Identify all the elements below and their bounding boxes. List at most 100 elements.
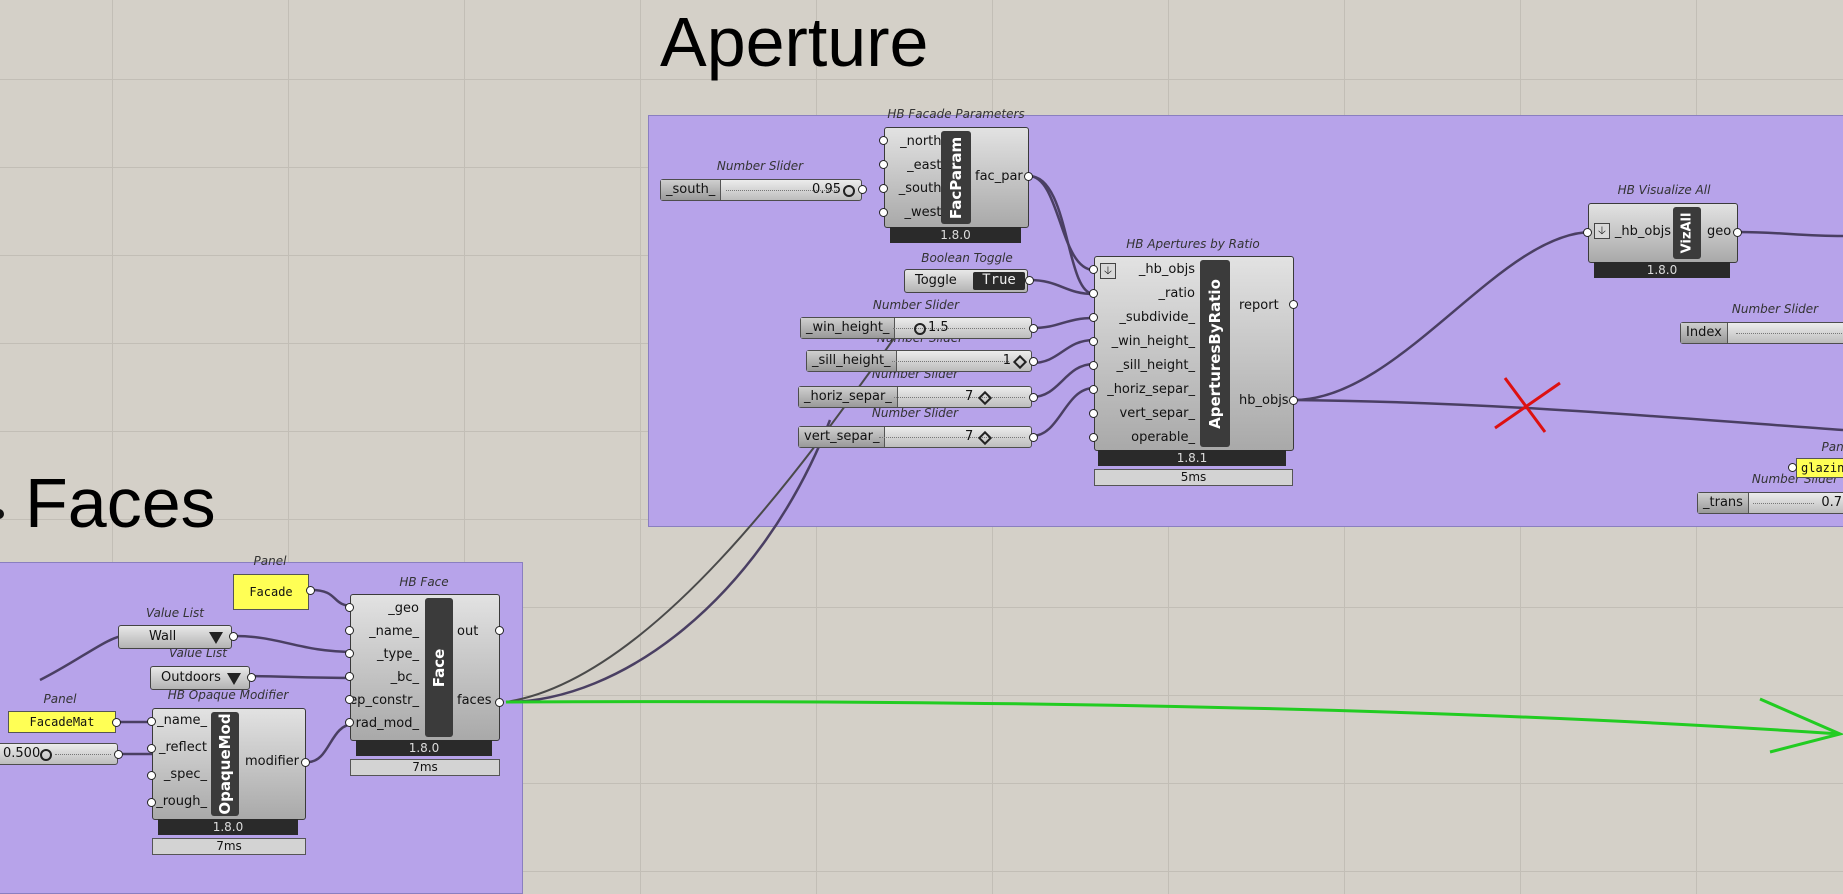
vizall-port-hb-objs[interactable] bbox=[1583, 228, 1592, 237]
apertures-port-report[interactable] bbox=[1289, 300, 1298, 309]
hbface-port-bc[interactable] bbox=[345, 672, 354, 681]
slider-horiz-separ-name: _horiz_separ_ bbox=[799, 387, 898, 407]
apertures-port-out-hb-objs[interactable] bbox=[1289, 396, 1298, 405]
slider-sill-height-knob[interactable] bbox=[1012, 354, 1028, 370]
hbface-output-faces: faces bbox=[457, 693, 492, 708]
slider-vert-separ-knob[interactable] bbox=[977, 430, 993, 446]
apertures-input-sill-height: _sill_height_ bbox=[1116, 358, 1195, 373]
apertures-port-win-height[interactable] bbox=[1089, 337, 1098, 346]
panel-glazing-port[interactable] bbox=[1788, 463, 1797, 472]
opaquemod-port-modifier[interactable] bbox=[301, 758, 310, 767]
hbface-port-ep-constr[interactable] bbox=[345, 695, 354, 704]
hbface-component[interactable]: _geo _name_ _type_ _bc_ ep_constr_ rad_m… bbox=[349, 594, 500, 741]
hbface-time: 7ms bbox=[350, 759, 500, 776]
panel-facade-port[interactable] bbox=[306, 586, 315, 595]
slider-horiz-separ-knob[interactable] bbox=[977, 390, 993, 406]
slider-trans[interactable]: _trans 0.7 bbox=[1697, 492, 1843, 514]
facparam-port-fac-par[interactable] bbox=[1024, 172, 1033, 181]
opaquemod-port-reflect[interactable] bbox=[147, 744, 156, 753]
facparam-component[interactable]: _north_ _east_ _south_ _west_ FacParam f… bbox=[884, 127, 1029, 228]
panel-facade[interactable]: Facade bbox=[233, 574, 309, 610]
toggle-port[interactable] bbox=[1025, 276, 1034, 285]
opaquemod-component[interactable]: _name_ _reflect _spec_ _rough_ OpaqueMod… bbox=[152, 708, 306, 820]
faces-title-bullet bbox=[0, 509, 4, 519]
toggle-label: Toggle bbox=[915, 273, 957, 288]
apertures-port-sill-height[interactable] bbox=[1089, 361, 1098, 370]
hbface-input-bc: _bc_ bbox=[390, 670, 419, 685]
apertures-port-horiz-separ[interactable] bbox=[1089, 385, 1098, 394]
value-list-outdoors-value: Outdoors bbox=[161, 670, 221, 685]
slider-index-track bbox=[1736, 333, 1843, 334]
slider-trans-name: _trans bbox=[1698, 493, 1749, 513]
apertures-port-operable[interactable] bbox=[1089, 433, 1098, 442]
facparam-output-fac-par: fac_par bbox=[975, 169, 1023, 184]
panel-facademat-port[interactable] bbox=[112, 718, 121, 727]
hbface-input-type: _type_ bbox=[376, 647, 419, 662]
facparam-port-west[interactable] bbox=[879, 208, 888, 217]
apertures-port-ratio[interactable] bbox=[1089, 289, 1098, 298]
value-list-wall-port[interactable] bbox=[229, 632, 238, 641]
apertures-component[interactable]: 🡣 _hb_objs _ratio _subdivide_ _win_heigh… bbox=[1094, 256, 1294, 451]
value-list-outdoors[interactable]: Outdoors bbox=[150, 666, 250, 690]
dropdown-arrow-icon[interactable] bbox=[227, 673, 241, 685]
slider-horiz-separ[interactable]: _horiz_separ_ 7 bbox=[798, 386, 1032, 408]
panel-facademat[interactable]: FacadeMat bbox=[8, 711, 116, 733]
apertures-port-subdivide[interactable] bbox=[1089, 313, 1098, 322]
slider-index[interactable]: Index bbox=[1680, 322, 1843, 344]
hbface-port-rad-mod[interactable] bbox=[345, 718, 354, 727]
slider-south-name: _south_ bbox=[661, 180, 722, 200]
vizall-component[interactable]: 🡣 _hb_objs VizAll geo bbox=[1588, 203, 1738, 263]
slider-sill-height-track bbox=[892, 361, 1009, 362]
slider-south[interactable]: _south_ 0.95 bbox=[660, 179, 862, 201]
hbface-port-name[interactable] bbox=[345, 626, 354, 635]
value-list-outdoors-port[interactable] bbox=[247, 673, 256, 682]
boolean-toggle[interactable]: Toggle True bbox=[904, 269, 1028, 293]
slider-mat-value-text: 0.500 bbox=[3, 746, 41, 761]
hbface-port-geo[interactable] bbox=[345, 603, 354, 612]
hbface-nickname: Face bbox=[425, 598, 453, 737]
toggle-value[interactable]: True bbox=[973, 272, 1025, 290]
facparam-version: 1.8.0 bbox=[890, 227, 1021, 243]
value-list-wall[interactable]: Wall bbox=[118, 625, 232, 649]
caption-value-list-outdoors: Value List bbox=[169, 646, 227, 660]
slider-vert-separ-port[interactable] bbox=[1029, 433, 1038, 442]
slider-sill-height[interactable]: _sill_height_ 1 bbox=[806, 350, 1032, 372]
slider-win-height-knob[interactable] bbox=[914, 323, 926, 335]
slider-win-height-port[interactable] bbox=[1029, 324, 1038, 333]
vizall-output-geo: geo bbox=[1707, 224, 1732, 239]
slider-win-height-track bbox=[893, 328, 1025, 329]
apertures-port-vert-separ[interactable] bbox=[1089, 409, 1098, 418]
dropdown-arrow-icon[interactable] bbox=[209, 632, 223, 644]
slider-south-port[interactable] bbox=[858, 185, 867, 194]
facparam-nickname: FacParam bbox=[941, 131, 971, 224]
opaquemod-port-name[interactable] bbox=[147, 717, 156, 726]
slider-mat-value[interactable]: 0.500 bbox=[0, 743, 118, 765]
apertures-input-subdivide: _subdivide_ bbox=[1119, 310, 1195, 325]
hbface-port-out[interactable] bbox=[495, 626, 504, 635]
facparam-port-east[interactable] bbox=[879, 160, 888, 169]
opaquemod-port-spec[interactable] bbox=[147, 771, 156, 780]
slider-south-knob[interactable] bbox=[843, 185, 855, 197]
slider-vert-separ-track bbox=[879, 437, 1025, 438]
caption-slider-index: Number Slider bbox=[1731, 302, 1819, 316]
slider-win-height[interactable]: _win_height_ 1.5 bbox=[800, 317, 1032, 339]
apertures-port-hb-objs[interactable] bbox=[1089, 265, 1098, 274]
slider-horiz-separ-port[interactable] bbox=[1029, 393, 1038, 402]
slider-mat-port[interactable] bbox=[114, 750, 123, 759]
slider-vert-separ[interactable]: vert_separ_ 7 bbox=[798, 426, 1032, 448]
opaquemod-nickname: OpaqueMod bbox=[211, 712, 239, 816]
hbface-port-type[interactable] bbox=[345, 649, 354, 658]
panel-glazing[interactable]: glazin bbox=[1796, 458, 1843, 478]
value-list-wall-value: Wall bbox=[149, 629, 177, 644]
slider-mat-knob[interactable] bbox=[40, 749, 52, 761]
opaquemod-port-rough[interactable] bbox=[147, 798, 156, 807]
vizall-input-hb-objs: _hb_objs bbox=[1614, 224, 1671, 239]
facparam-port-north[interactable] bbox=[879, 136, 888, 145]
slider-sill-height-port[interactable] bbox=[1029, 357, 1038, 366]
apertures-input-operable: operable_ bbox=[1131, 430, 1195, 445]
apertures-input-win-height: _win_height_ bbox=[1111, 334, 1195, 349]
hbface-port-faces[interactable] bbox=[495, 698, 504, 707]
vizall-port-geo[interactable] bbox=[1733, 228, 1742, 237]
facparam-port-south[interactable] bbox=[879, 184, 888, 193]
vizall-nickname: VizAll bbox=[1673, 207, 1701, 259]
